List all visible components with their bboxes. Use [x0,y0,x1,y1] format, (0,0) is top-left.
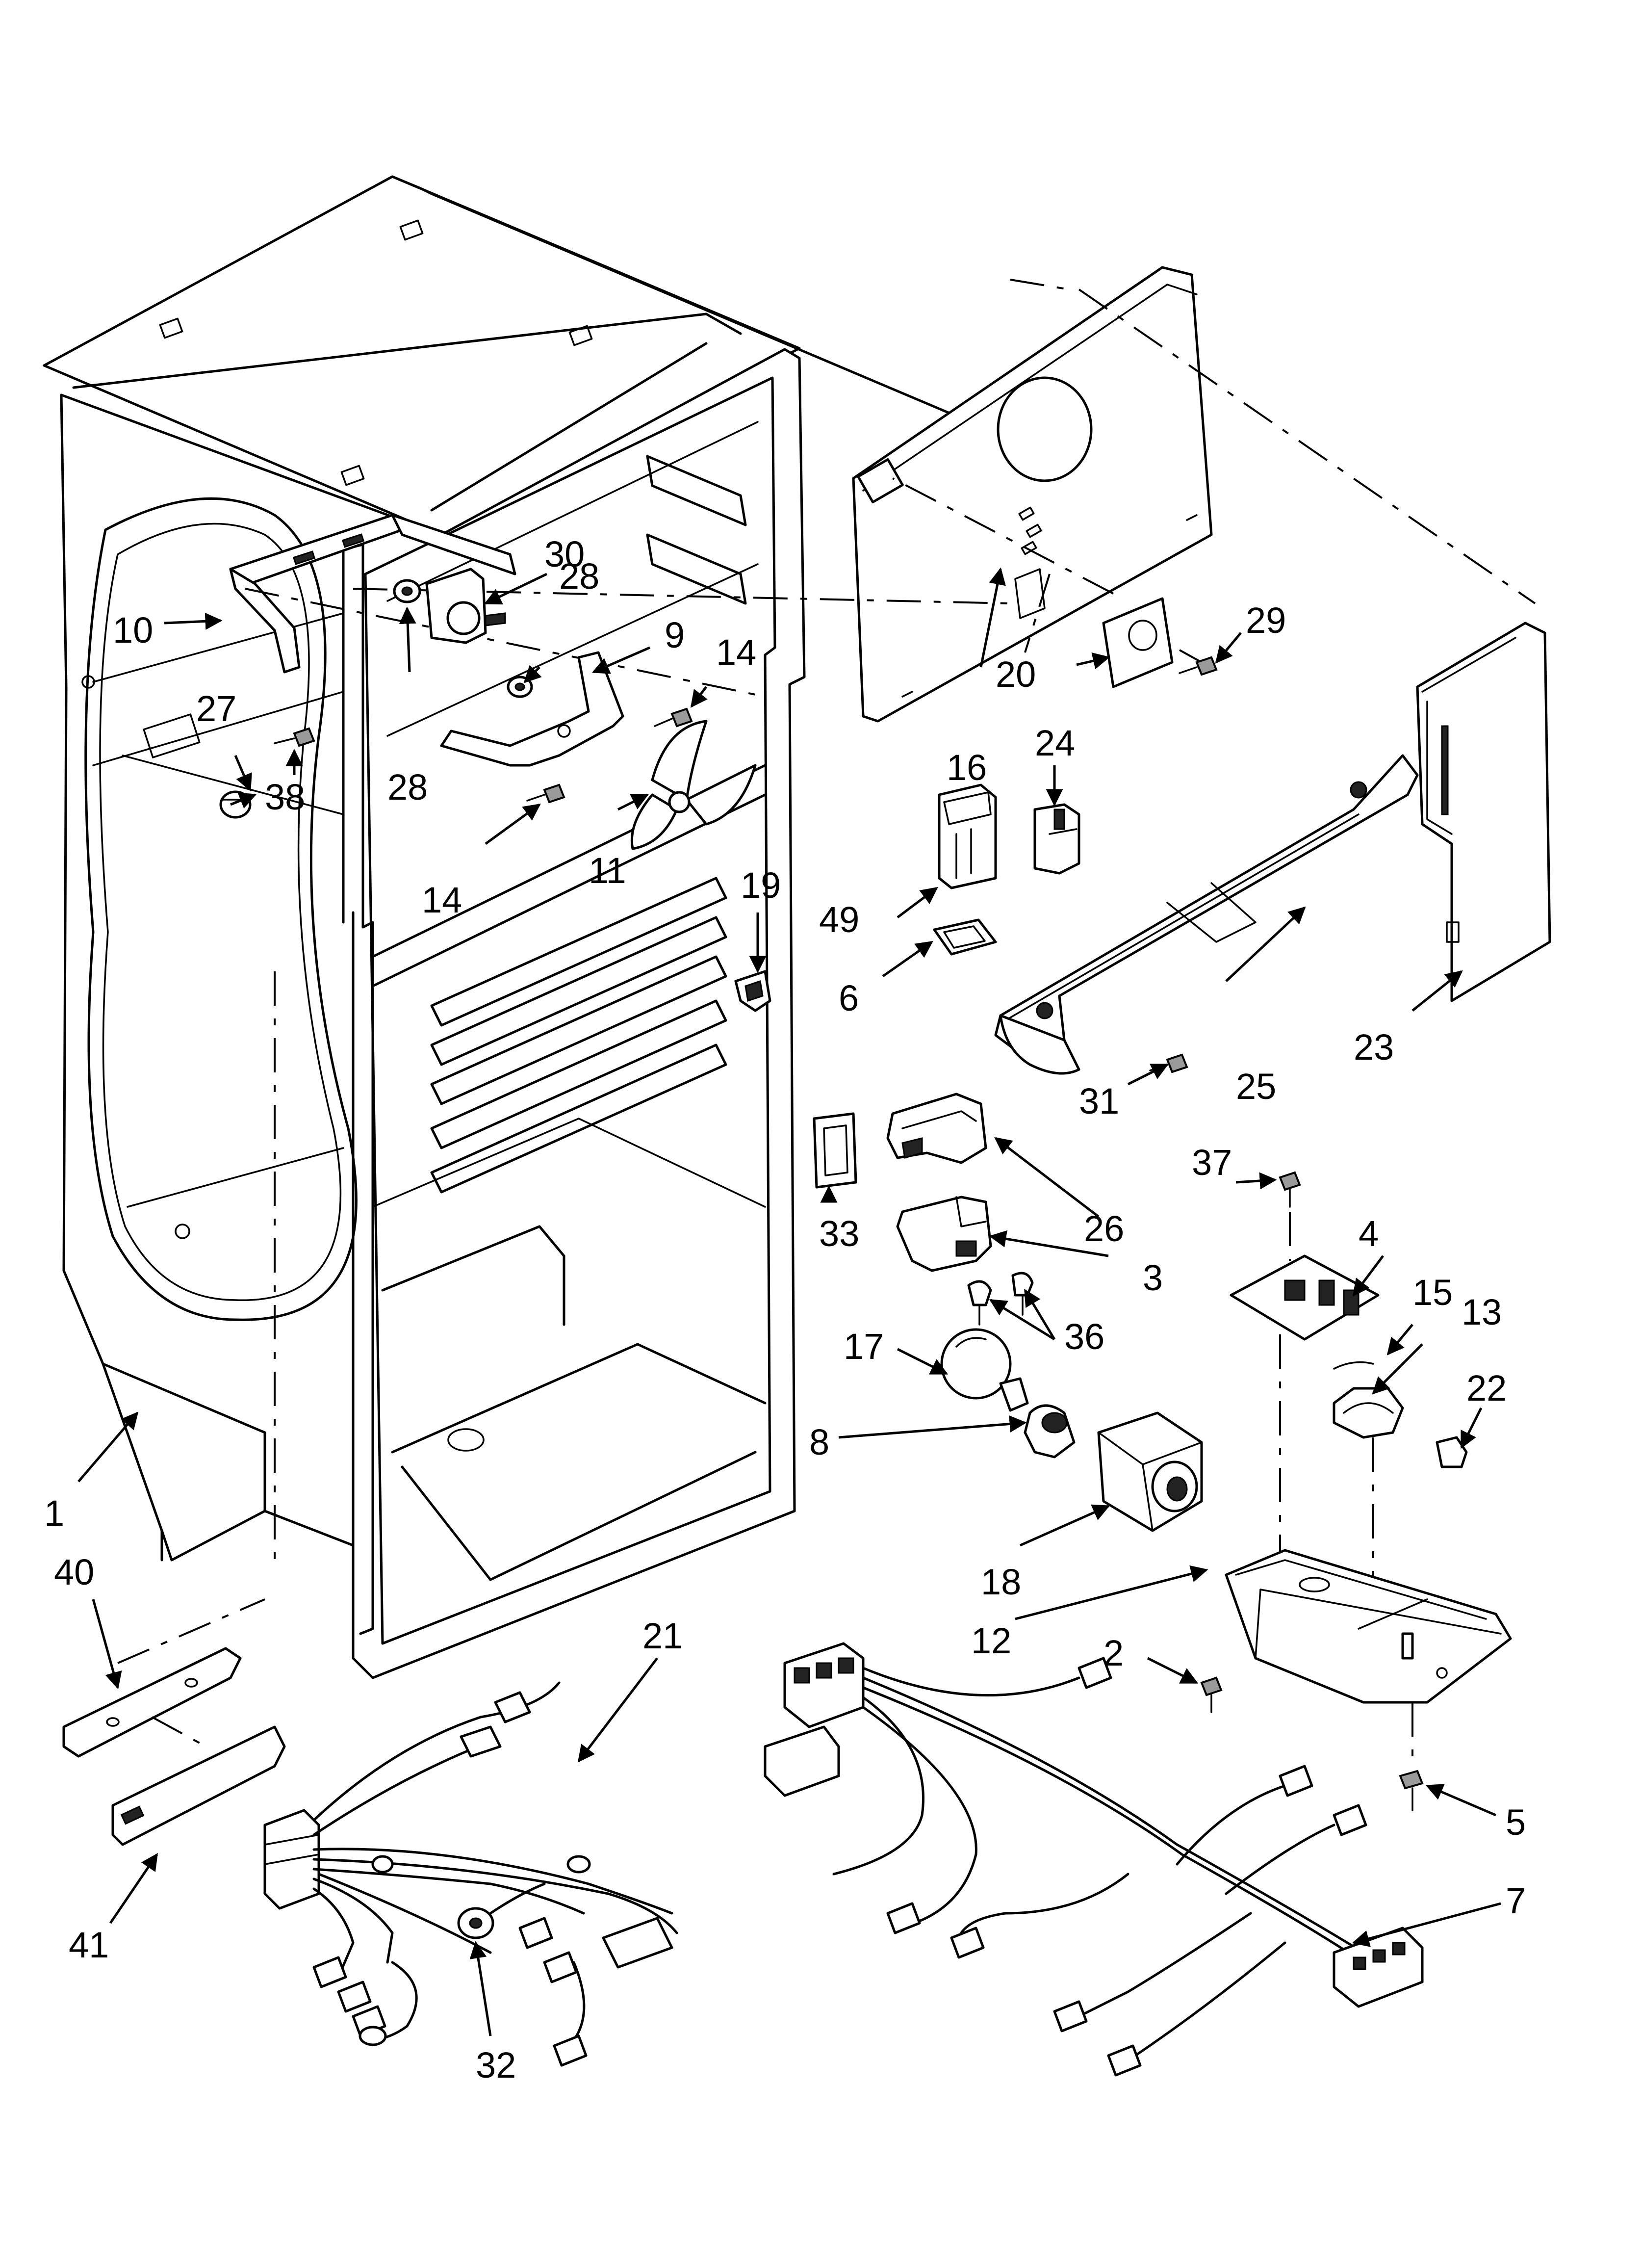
callout-27: 27 [196,688,236,729]
callout-12: 12 [971,1620,1011,1661]
callout-20: 20 [996,654,1036,695]
callout-9: 9 [665,615,685,655]
callout-3: 3 [1143,1257,1163,1298]
callout-14b: 14 [422,880,462,920]
callout-33: 33 [819,1213,859,1254]
evaporator-cover-panel [852,266,1536,723]
bulb-socket-shield [940,1328,1203,1532]
callout-40: 40 [54,1552,94,1592]
callout-19: 19 [741,865,781,906]
callout-13: 13 [1462,1292,1502,1332]
callout-17: 17 [844,1326,884,1367]
callout-1: 1 [44,1493,64,1534]
callout-31: 31 [1079,1081,1119,1121]
callout-41: 41 [69,1925,109,1965]
callout-labels: 1 2 3 4 5 6 7 8 9 10 11 12 13 14 14 15 1… [44,534,1526,2086]
callout-28b: 28 [387,767,428,808]
wire-harness-21 [263,1681,678,2067]
callout-16: 16 [947,747,987,788]
callout-28a: 28 [559,556,599,597]
callout-10: 10 [113,610,153,651]
control-housing [994,622,1551,1075]
callout-4: 4 [1359,1213,1379,1254]
callout-37: 37 [1192,1142,1232,1183]
wire-harness-7 [764,1642,1424,2077]
control-bracket-assembly [219,514,1011,819]
light-and-switch-parts [734,783,1080,1326]
fan-blade [630,720,757,850]
callout-30: 30 [544,534,585,574]
callout-49: 49 [819,899,859,940]
control-board-and-pan [1200,1171,1512,1811]
callout-22: 22 [1466,1368,1507,1408]
callout-11: 11 [589,850,626,891]
callout-36: 36 [1064,1316,1104,1357]
leader-arrows [77,567,1501,2036]
callout-18: 18 [981,1562,1021,1602]
callout-29: 29 [1246,600,1286,641]
callout-25: 25 [1236,1066,1276,1107]
callout-2: 2 [1103,1633,1124,1673]
callout-26: 26 [1084,1208,1124,1249]
callout-32: 32 [476,2045,516,2086]
callout-15: 15 [1412,1272,1453,1313]
callout-21: 21 [642,1616,683,1656]
callout-8: 8 [809,1422,829,1462]
callout-6: 6 [839,978,859,1018]
callout-14a: 14 [716,632,756,673]
callout-5: 5 [1506,1802,1526,1843]
trim-pieces [62,1647,286,1846]
callout-24: 24 [1035,723,1075,763]
cabinet-liner [43,175,1169,1679]
callout-23: 23 [1354,1027,1394,1068]
callout-7: 7 [1506,1880,1526,1921]
callout-38: 38 [265,777,305,817]
